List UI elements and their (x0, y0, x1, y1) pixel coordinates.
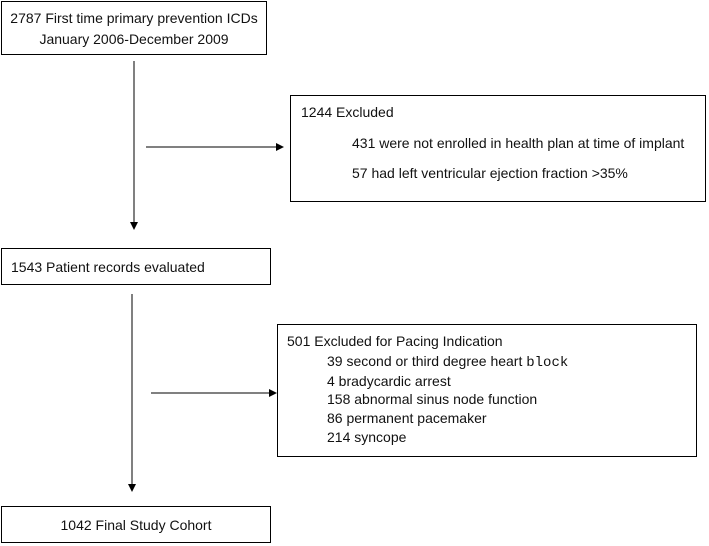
exclusion-1-item: 57 had left ventricular ejection fractio… (352, 165, 628, 181)
records-evaluated-box: 1543 Patient records evaluated (1, 248, 271, 285)
exclusion-box-1: 1244 Excluded 431 were not enrolled in h… (290, 95, 706, 202)
exclusion-2-item-text-mono: block (526, 355, 569, 371)
initial-population-line2: January 2006-December 2009 (39, 31, 229, 47)
exclusion-1-title: 1244 Excluded (301, 104, 394, 120)
initial-population-line1: 2787 First time primary prevention ICDs (10, 10, 258, 26)
initial-population-box: 2787 First time primary prevention ICDs … (1, 1, 267, 55)
exclusion-box-2: 501 Excluded for Pacing Indication 39 se… (277, 324, 697, 457)
exclusion-2-item-text: 39 second or third degree heart (327, 353, 527, 369)
final-cohort-label: 1042 Final Study Cohort (60, 517, 212, 533)
exclusion-2-item: 39 second or third degree heart block (327, 353, 568, 371)
exclusion-2-item: 86 permanent pacemaker (327, 410, 487, 426)
exclusion-2-title: 501 Excluded for Pacing Indication (287, 333, 503, 349)
exclusion-1-item: 431 were not enrolled in health plan at … (352, 135, 685, 151)
exclusion-2-item: 158 abnormal sinus node function (327, 391, 538, 407)
exclusion-2-item: 214 syncope (327, 429, 407, 445)
records-evaluated-label: 1543 Patient records evaluated (11, 259, 205, 275)
final-cohort-box: 1042 Final Study Cohort (1, 506, 271, 543)
exclusion-2-item: 4 bradycardic arrest (327, 373, 451, 389)
